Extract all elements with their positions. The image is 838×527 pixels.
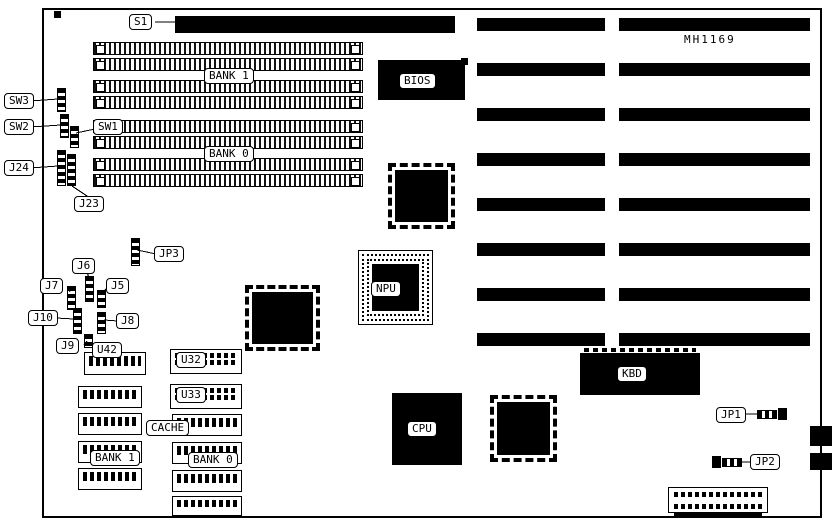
cache-chip xyxy=(78,386,142,408)
cache-chip xyxy=(172,496,242,516)
isa-slot-segment xyxy=(477,198,605,211)
sw3-connector xyxy=(57,88,66,112)
isa-slot xyxy=(477,288,810,301)
cache-chip xyxy=(172,470,242,492)
isa-slot-segment xyxy=(477,108,605,121)
pin-header-bar xyxy=(674,513,762,518)
isa-slot-segment xyxy=(477,153,605,166)
jp2-connector xyxy=(722,458,742,467)
j9-label: J9 xyxy=(56,338,80,354)
isa-slot xyxy=(477,63,810,76)
cache-bank1-label: BANK 1 xyxy=(90,450,140,466)
isa-slot-segment xyxy=(619,108,810,121)
qfp-chip xyxy=(490,395,557,462)
j5-label: J5 xyxy=(106,278,130,294)
isa-slot-segment xyxy=(619,288,810,301)
simm-slot xyxy=(93,42,363,55)
simm-bank1-label: BANK 1 xyxy=(204,68,254,84)
j10-connector xyxy=(73,308,82,334)
sw2-label: SW2 xyxy=(4,119,34,135)
edge-connector-upper xyxy=(810,426,832,446)
isa-slot xyxy=(477,108,810,121)
simm-slot xyxy=(93,96,363,109)
pin-marker xyxy=(461,58,468,65)
isa-slot xyxy=(477,243,810,256)
board-model: MH1169 xyxy=(684,33,736,46)
isa-slot-segment xyxy=(619,243,810,256)
simm-slot xyxy=(93,136,363,149)
isa-slot-segment xyxy=(619,333,810,346)
j24-label: J24 xyxy=(4,160,34,176)
qfp-chip xyxy=(245,285,320,351)
isa-slot xyxy=(477,153,810,166)
isa-slot xyxy=(477,333,810,346)
isa-slot-segment xyxy=(619,198,810,211)
u33-label: U33 xyxy=(176,387,206,403)
j8-connector xyxy=(97,312,106,334)
jp2-cap xyxy=(712,456,721,468)
edge-connector-lower xyxy=(810,453,832,470)
isa-slot-segment xyxy=(619,18,810,31)
jp1-label: JP1 xyxy=(716,407,746,423)
cache-chip xyxy=(78,468,142,490)
isa-slot-segment xyxy=(477,333,605,346)
qfp-chip xyxy=(388,163,455,229)
pin-header-block xyxy=(668,487,768,513)
s1-label: S1 xyxy=(129,14,153,30)
j7-label: J7 xyxy=(40,278,64,294)
isa-slot-segment xyxy=(477,288,605,301)
jp3-label: JP3 xyxy=(154,246,184,262)
isa-slot-segment xyxy=(619,153,810,166)
j24-connector xyxy=(57,150,66,186)
pin-marker xyxy=(54,11,61,18)
s1-connector-bar xyxy=(175,16,455,33)
j6-connector xyxy=(85,276,94,302)
jp1-connector xyxy=(757,410,777,419)
j23-connector xyxy=(67,154,76,186)
cache-chip xyxy=(172,414,242,436)
cache-chip xyxy=(78,413,142,435)
sw1-label: SW1 xyxy=(93,119,123,135)
cache-bank0-label: BANK 0 xyxy=(188,452,238,468)
isa-slot xyxy=(477,198,810,211)
simm-slot xyxy=(93,174,363,187)
isa-slot-segment xyxy=(477,18,605,31)
jp1-cap xyxy=(778,408,787,420)
kbd-label: KBD xyxy=(617,366,647,382)
sw2-connector xyxy=(60,114,69,138)
j23-label: J23 xyxy=(74,196,104,212)
j6-label: J6 xyxy=(72,258,96,274)
j10-label: J10 xyxy=(28,310,58,326)
sw1-connector xyxy=(70,126,79,148)
j5-connector xyxy=(97,290,106,308)
j7-connector xyxy=(67,286,76,310)
cache-label: CACHE xyxy=(146,420,190,436)
jp3-connector xyxy=(131,238,140,266)
isa-slot-segment xyxy=(477,63,605,76)
j8-label: J8 xyxy=(116,313,140,329)
kbd-pin-row xyxy=(584,348,696,352)
u32-label: U32 xyxy=(176,352,206,368)
jp2-label: JP2 xyxy=(750,454,780,470)
cpu-label: CPU xyxy=(407,421,437,437)
isa-slot-segment xyxy=(619,63,810,76)
simm-slot xyxy=(93,120,363,133)
sw3-label: SW3 xyxy=(4,93,34,109)
bios-label: BIOS xyxy=(399,73,436,89)
npu-label: NPU xyxy=(371,281,401,297)
u42-label: U42 xyxy=(92,342,122,358)
isa-slot-segment xyxy=(477,243,605,256)
simm-bank0-label: BANK 0 xyxy=(204,146,254,162)
isa-slot xyxy=(477,18,810,31)
